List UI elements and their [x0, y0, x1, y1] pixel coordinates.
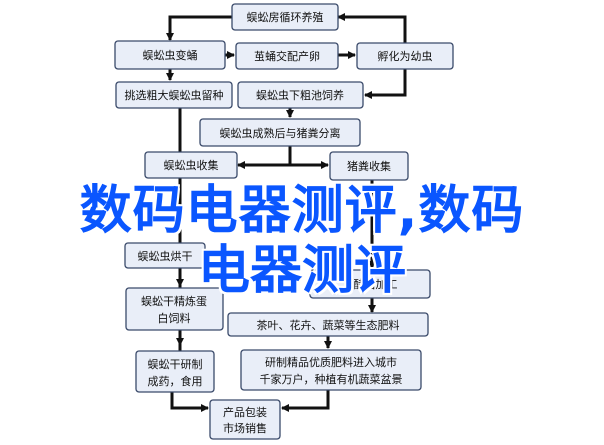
node-refine: 蜈蚣干精炼蛋 白饲料 [125, 287, 224, 331]
node-adult-label: 蜈蚣虫变蛹 [143, 48, 198, 62]
node-select-label: 挑选粗大蜈蚣虫留种 [125, 88, 224, 102]
node-origin: 蜈蚣房循环养殖 [231, 3, 339, 31]
node-organic-label: 茶叶、花卉、蔬菜等生态肥料 [257, 318, 400, 332]
edge-larva-origin [337, 13, 407, 44]
node-mature-label: 蜈蚣虫成熟后与猪粪分离 [220, 126, 341, 140]
node-package-label-2: 市场销售 [223, 421, 267, 435]
node-ferment: 发酵后加工 [309, 269, 431, 299]
node-medicine: 蜈蚣干研制 成药，食用 [135, 350, 215, 393]
node-larva-label: 孵化为幼虫 [378, 49, 433, 63]
node-medicine-label-1: 蜈蚣干研制 [148, 358, 203, 371]
node-ferment-label: 发酵后加工 [343, 277, 398, 291]
node-manure-label: 猪粪收集 [347, 159, 391, 173]
node-market: 研制精品优质肥料进入城市 千家万户，种植有机蔬菜盆景 [240, 349, 422, 391]
node-medicine-label-2: 成药，食用 [148, 374, 203, 388]
node-package: 产品包装 市场销售 [209, 399, 281, 440]
edge-market-package [281, 390, 330, 412]
node-process-label: 蜈蚣虫烘干 [138, 249, 193, 263]
node-select: 挑选粗大蜈蚣虫留种 [115, 81, 233, 109]
node-collect-label: 蜈蚣虫收集 [164, 158, 219, 172]
node-larva: 孵化为幼虫 [356, 42, 454, 70]
node-organic: 茶叶、花卉、蔬菜等生态肥料 [227, 312, 429, 337]
node-egg-label: 茧蛹交配产卵 [254, 49, 320, 63]
node-package-label-1: 产品包装 [223, 405, 267, 419]
node-adult: 蜈蚣虫变蛹 [114, 40, 226, 70]
node-origin-label: 蜈蚣房循环养殖 [247, 10, 324, 24]
node-mature: 蜈蚣虫成熟后与猪粪分离 [199, 118, 361, 147]
edge-medicine-package [170, 392, 209, 412]
edge-origin-adult [166, 15, 232, 41]
node-market-label-2: 千家万户，种植有机蔬菜盆景 [260, 372, 403, 386]
node-manure: 猪粪收集 [329, 151, 409, 181]
edge-larva-pool [364, 69, 407, 99]
node-refine-label-2: 白饲料 [158, 311, 191, 325]
node-egg: 茧蛹交配产卵 [235, 42, 339, 70]
node-market-label-1: 研制精品优质肥料进入城市 [265, 355, 397, 369]
node-pool: 蜈蚣虫下粗池饲养 [237, 81, 364, 109]
node-pool-label: 蜈蚣虫下粗池饲养 [256, 88, 344, 102]
node-refine-label-1: 蜈蚣干精炼蛋 [141, 294, 207, 308]
node-collect: 蜈蚣虫收集 [144, 151, 238, 179]
node-process: 蜈蚣虫烘干 [124, 242, 206, 269]
